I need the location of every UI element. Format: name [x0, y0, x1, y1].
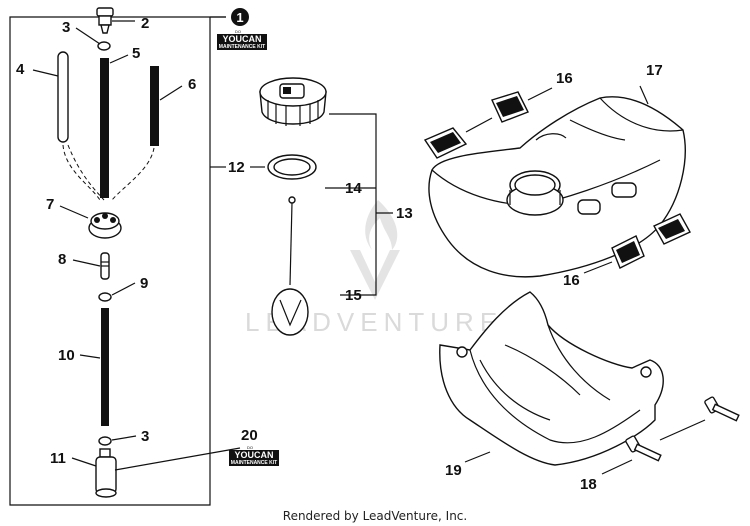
group-badge: 1: [231, 8, 249, 26]
part-5-hose: [100, 58, 109, 198]
callout-3-top: 3: [62, 19, 70, 36]
callout-12: 12: [228, 159, 245, 176]
svg-text:DO: DO: [247, 445, 253, 450]
callout-16-bottom: 16: [563, 272, 580, 289]
part-12-gasket: [267, 154, 317, 180]
part-3-oring-bottom: [98, 436, 112, 446]
part-16-grommet-a: [423, 127, 468, 159]
callout-16-top: 16: [556, 70, 573, 87]
part-16-grommet-c: [611, 235, 645, 269]
maintenance-kit-badge: DO YOUCAN MAINTENANCE KIT: [217, 29, 267, 50]
group-box: [9, 16, 226, 506]
part-6-hose: [150, 66, 159, 146]
callout-14: 14: [345, 180, 362, 197]
callout-2: 2: [141, 15, 149, 32]
callout-5: 5: [132, 45, 140, 62]
svg-text:1: 1: [236, 10, 243, 25]
part-18-screw-a: [704, 396, 740, 422]
part-7-grommet: [88, 212, 122, 239]
callout-13: 13: [396, 205, 413, 222]
svg-text:YOUCAN: YOUCAN: [234, 450, 273, 460]
svg-text:MAINTENANCE KIT: MAINTENANCE KIT: [231, 460, 277, 466]
part-16-grommet-b: [491, 91, 529, 123]
callout-20: 20: [241, 427, 258, 444]
callout-7: 7: [46, 196, 54, 213]
callout-3-bottom: 3: [141, 428, 149, 445]
part-3-oring-top: [97, 41, 111, 51]
callout-6: 6: [188, 76, 196, 93]
callout-9: 9: [140, 275, 148, 292]
footer-credit: Rendered by LeadVenture, Inc.: [283, 509, 467, 523]
part-4-tube: [57, 51, 69, 143]
callout-10: 10: [58, 347, 75, 364]
part-16-grommet-d: [653, 213, 691, 245]
callout-18: 18: [580, 476, 597, 493]
part-19-bracket: [439, 291, 664, 466]
part-15-tether: [271, 196, 309, 336]
callout-19: 19: [445, 462, 462, 479]
part-18-screw-b: [625, 435, 662, 462]
part-17-fuel-tank: [428, 96, 686, 278]
maintenance-kit-badge-20: DO YOUCAN MAINTENANCE KIT: [229, 445, 279, 466]
part-9-oring: [98, 292, 112, 302]
callout-4: 4: [16, 61, 25, 78]
part-11-filter: [95, 448, 117, 498]
svg-text:MAINTENANCE KIT: MAINTENANCE KIT: [219, 44, 265, 50]
svg-text:YOUCAN: YOUCAN: [222, 34, 261, 44]
callout-8: 8: [58, 251, 66, 268]
part-2-fitting: [96, 7, 114, 34]
callout-11: 11: [50, 450, 66, 467]
callout-17: 17: [646, 62, 663, 79]
part-10-hose: [101, 308, 109, 426]
part-8-fitting: [100, 252, 110, 280]
svg-text:DO: DO: [235, 29, 241, 34]
callout-15: 15: [345, 287, 362, 304]
part-13-fuel-cap: [259, 77, 327, 126]
